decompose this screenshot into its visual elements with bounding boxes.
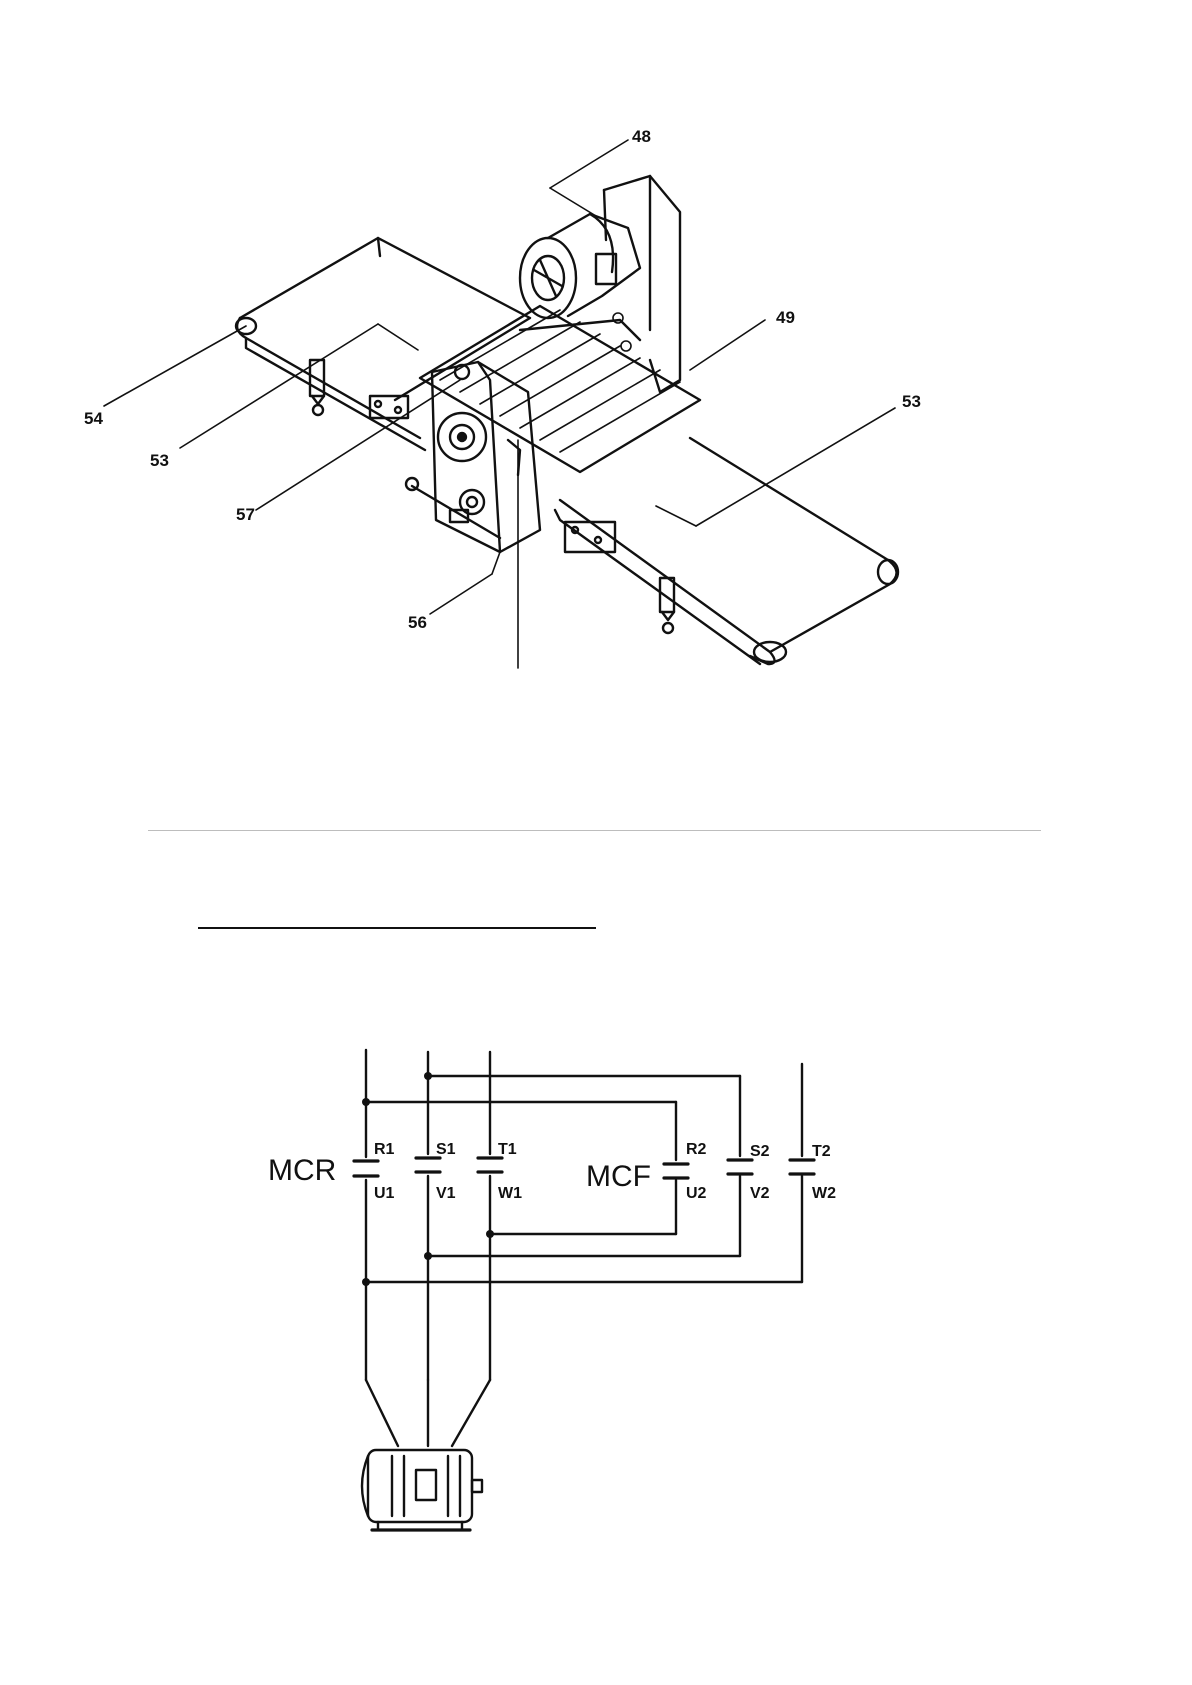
dough-sheeter-drawing: 48 49 53 53 54 57 56 — [84, 127, 921, 668]
terminal-v1: V1 — [436, 1185, 456, 1202]
callout-53-right: 53 — [902, 392, 921, 411]
terminal-r1: R1 — [374, 1141, 395, 1158]
callout-leaders — [104, 140, 895, 668]
side-housing — [406, 362, 540, 552]
callout-54: 54 — [84, 409, 103, 428]
terminal-u2: U2 — [686, 1185, 707, 1202]
mcr-lines — [354, 1050, 502, 1446]
terminal-w2: W2 — [812, 1185, 836, 1202]
callout-53-left: 53 — [150, 451, 169, 470]
terminal-s2: S2 — [750, 1143, 770, 1160]
right-conveyor — [555, 438, 898, 664]
motor-icon — [362, 1450, 482, 1530]
heading-underline — [198, 927, 596, 929]
mcr-label: MCR — [268, 1154, 336, 1187]
terminal-s1: S1 — [436, 1141, 456, 1158]
left-conveyor — [236, 238, 530, 450]
callout-48: 48 — [632, 127, 651, 146]
motor-tower — [520, 176, 680, 392]
terminal-t1: T1 — [498, 1141, 517, 1158]
callout-57: 57 — [236, 505, 255, 524]
terminal-v2: V2 — [750, 1185, 770, 1202]
mcf-label: MCF — [586, 1160, 651, 1193]
wiring-diagram: MCR MCF R1 S1 T1 R2 S2 T2 U1 V1 W1 U2 V2… — [268, 1050, 836, 1530]
callout-56: 56 — [408, 613, 427, 632]
callout-49: 49 — [776, 308, 795, 327]
terminal-r2: R2 — [686, 1141, 707, 1158]
terminal-t2: T2 — [812, 1143, 831, 1160]
terminal-w1: W1 — [498, 1185, 522, 1202]
terminal-u1: U1 — [374, 1185, 395, 1202]
section-divider — [148, 830, 1041, 831]
